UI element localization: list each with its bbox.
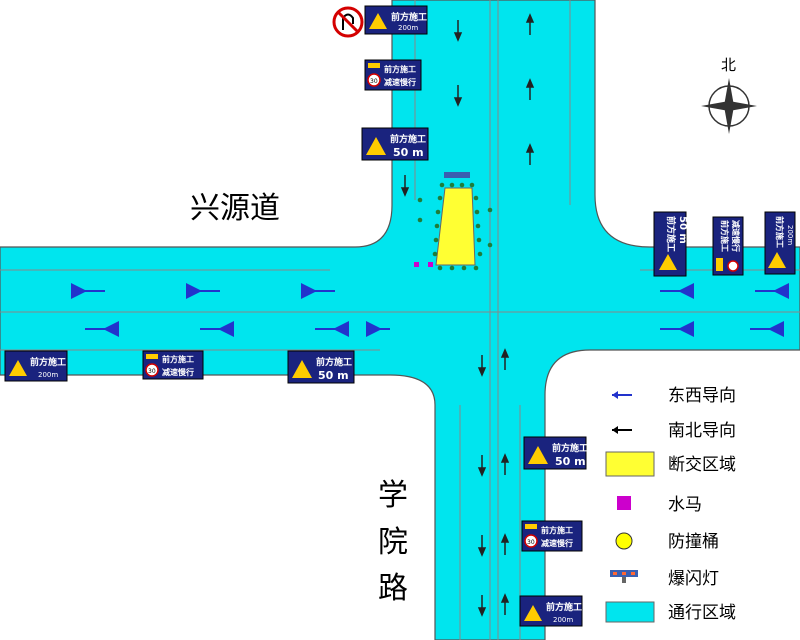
- sign-text: 前方施工: [720, 220, 730, 252]
- sign-construction-200-east: 前方施工 200m: [764, 211, 796, 275]
- sign-distance: 200m: [398, 24, 418, 32]
- road-name-north-south-3: 路: [378, 571, 408, 606]
- yellow-rect-icon: [605, 451, 655, 477]
- cyan-rect-icon: [605, 601, 655, 623]
- sign-construction-50-west: 前方施工 50 m: [287, 350, 355, 384]
- sign-text: 前方施工: [775, 216, 785, 248]
- legend-item-flash-light: 爆闪灯: [610, 569, 719, 589]
- sign-distance: 200m: [553, 616, 573, 624]
- sign-text: 减速慢行: [162, 367, 194, 377]
- sign-distance: 50 m: [318, 369, 349, 382]
- legend-label: 东西导向: [668, 386, 736, 406]
- sign-text: 减速慢行: [731, 220, 741, 252]
- sign-construction-200-north: 前方施工 200m: [364, 5, 428, 35]
- compass-needle: [701, 101, 757, 111]
- no-uturn-sign: [332, 6, 364, 38]
- sign-text: 前方施工: [316, 356, 352, 368]
- legend-item-east-west: 东西导向: [612, 386, 736, 406]
- compass: 北: [701, 56, 757, 134]
- water-barrier: [414, 262, 419, 267]
- legend-label: 断交区域: [668, 455, 736, 475]
- sign-slowdown-south: 30 前方施工 减速慢行: [521, 520, 583, 552]
- water-barrier: [428, 262, 433, 267]
- road-name-north-south-2: 院: [378, 525, 408, 560]
- legend-item-barrel: 防撞桶: [615, 532, 719, 552]
- sign-distance: 200m: [786, 225, 794, 245]
- sign-text: 减速慢行: [541, 538, 573, 548]
- sign-distance: 50 m: [393, 146, 424, 159]
- speed-limit: 30: [370, 78, 378, 85]
- legend-label: 通行区域: [668, 603, 736, 623]
- flash-light: [444, 172, 470, 178]
- speed-limit: 30: [148, 368, 156, 375]
- sign-text: 前方施工: [162, 354, 194, 364]
- sign-construction-50-east: 前方施工 50 m: [653, 211, 688, 277]
- compass-label: 北: [721, 56, 736, 74]
- sign-construction-50-north: 前方施工 50 m: [361, 127, 429, 161]
- sign-text: 前方施工: [665, 216, 677, 252]
- closed-zone-area: [435, 187, 476, 266]
- sign-distance: 50 m: [677, 216, 688, 244]
- legend-label: 防撞桶: [668, 532, 719, 552]
- legend-label: 南北导向: [668, 421, 736, 441]
- legend-item-closed-zone: 断交区域: [605, 451, 736, 477]
- sign-text: 前方施工: [384, 64, 416, 74]
- sign-text: 前方施工: [391, 11, 427, 23]
- crash-barrels: [417, 182, 493, 271]
- legend-label: 爆闪灯: [668, 569, 719, 589]
- speed-limit: 30: [527, 539, 535, 546]
- sign-slowdown-west: 30 前方施工 减速慢行: [142, 350, 204, 380]
- sign-distance: 50 m: [555, 455, 586, 468]
- east-west-arrows: [71, 283, 789, 337]
- road-name-north-south-1: 学: [378, 478, 408, 513]
- sign-construction-50-south: 前方施工 50 m: [523, 436, 588, 470]
- sign-text: 减速慢行: [384, 77, 416, 87]
- sign-text: 前方施工: [552, 442, 588, 454]
- road-name-east-west: 兴源道: [190, 191, 280, 226]
- legend: 东西导向 南北导向 断交区域 水马 防撞桶 爆闪灯 通: [605, 386, 736, 623]
- legend-item-north-south: 南北导向: [612, 421, 736, 441]
- yellow-circle-icon: [615, 532, 633, 550]
- sign-distance: 200m: [38, 371, 58, 379]
- sign-slowdown-north: 30 前方施工 减速慢行: [364, 59, 422, 91]
- legend-item-water-barrier: 水马: [617, 495, 702, 515]
- legend-label: 水马: [668, 495, 702, 515]
- legend-item-passable-area: 通行区域: [605, 601, 736, 623]
- sign-construction-200-south: 前方施工 200m: [519, 595, 583, 627]
- sign-slowdown-east: 前方施工 减速慢行: [712, 216, 744, 276]
- closed-zone: [414, 172, 493, 271]
- sign-text: 前方施工: [541, 525, 573, 535]
- magenta-square-icon: [617, 496, 631, 510]
- north-south-arrows: [400, 13, 535, 617]
- sign-text: 前方施工: [30, 356, 66, 368]
- sign-text: 前方施工: [390, 133, 426, 145]
- sign-text: 前方施工: [546, 601, 582, 613]
- sign-construction-200-west: 前方施工 200m: [4, 350, 68, 382]
